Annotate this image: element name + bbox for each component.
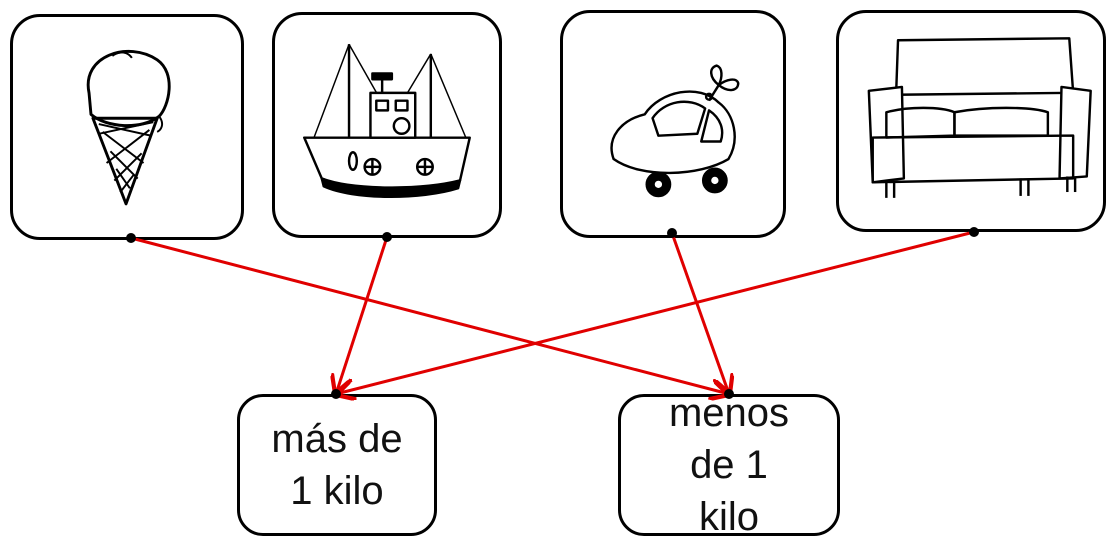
link-ice-cream-to-less [130,236,729,394]
category-less-than-1-kilo[interactable]: menos de 1 kilo [618,391,840,539]
link-toy-car-to-less [670,232,729,394]
link-boat-to-more [336,236,389,394]
wind-up-toy-car-icon [610,64,740,198]
category-more-label: más de 1 kilo [271,417,403,513]
sofa-card[interactable] [836,10,1106,232]
category-more-than-1-kilo[interactable]: más de 1 kilo [237,394,437,536]
toy-car-card[interactable] [560,10,786,238]
fishing-boat-icon [303,43,471,199]
link-sofa-to-more [336,230,975,394]
ice-cream-card[interactable] [10,14,244,240]
category-less-label: menos de 1 kilo [668,391,790,539]
ice-cream-cone-icon [86,50,171,206]
sofa-icon [867,37,1092,198]
boat-card[interactable] [272,12,502,238]
